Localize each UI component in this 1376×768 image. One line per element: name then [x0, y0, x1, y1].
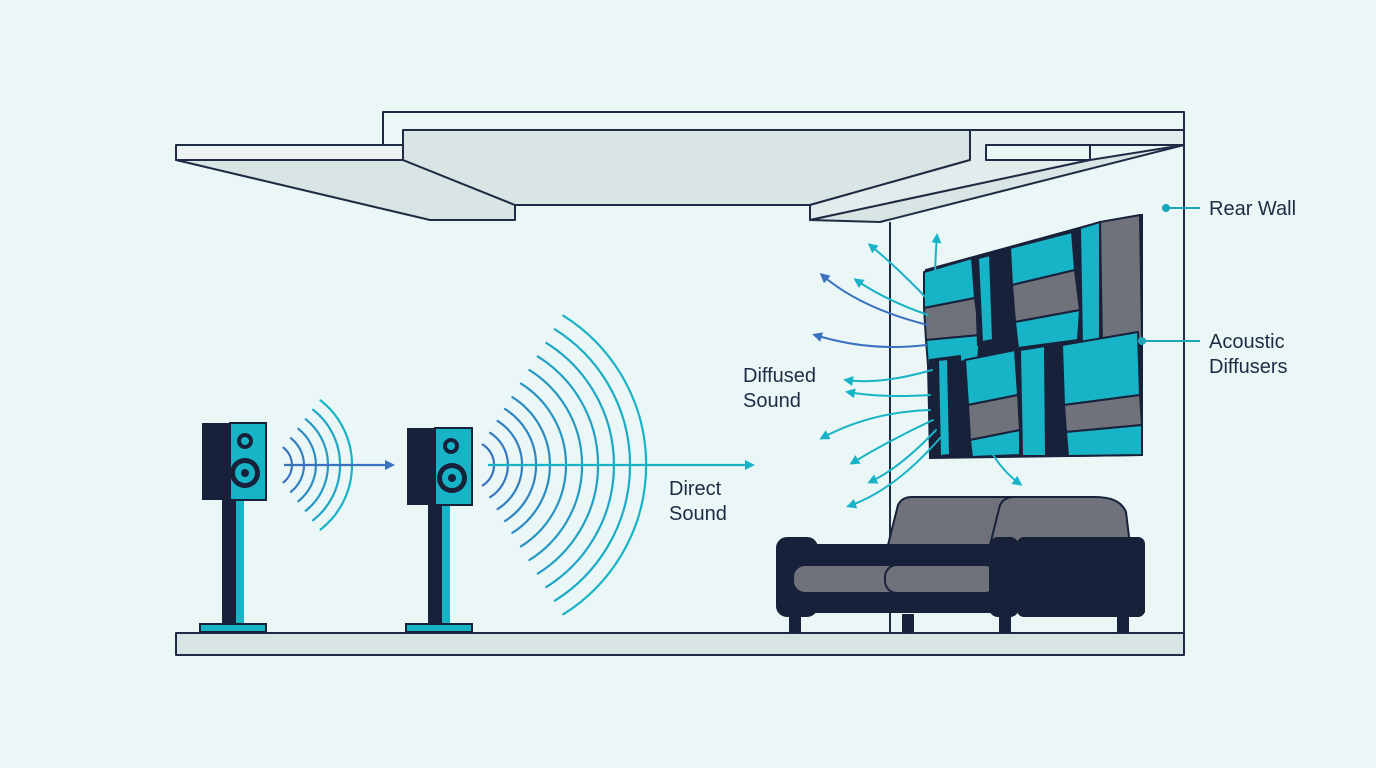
ceiling-cloud-right-lower [809, 144, 1185, 223]
acoustic-diffusers-label-line1: Acoustic [1209, 331, 1285, 353]
diffused-sound-label-line2: Sound [743, 390, 801, 412]
diffused-sound-arrow [931, 233, 942, 283]
speaker-left [199, 422, 267, 633]
diffused-sound-arrow [812, 332, 927, 349]
diffuser-block [1014, 309, 1081, 349]
room-structure [175, 111, 1185, 656]
speaker-icon [407, 427, 473, 506]
diffuser-block [969, 429, 1021, 458]
acoustic-diffusers-label-line2: Diffusers [1209, 356, 1288, 378]
diffused-sound-arrow [819, 273, 929, 326]
diffuser-block [1079, 221, 1101, 348]
floor-slab [175, 632, 1185, 656]
speaker-right [405, 427, 473, 633]
speaker-icon [202, 422, 267, 501]
diffused-sound-arrow [846, 437, 941, 509]
diffuser-block [1019, 345, 1047, 457]
direct-sound-label-line2: Sound [669, 503, 727, 525]
diffuser-panel-icon [923, 213, 1143, 460]
diffusers-callout-dot [1138, 337, 1146, 345]
diffused-sound-arrow [853, 278, 929, 316]
diffused-sound-arrow [849, 419, 934, 465]
callouts [1138, 204, 1200, 345]
diffused-sound-arrow [843, 369, 933, 386]
diffused-sound-arrow [867, 429, 937, 484]
ceiling-strip [175, 144, 404, 161]
diffused-sound-arrow [845, 388, 931, 399]
speaker-stand-icon [405, 503, 473, 633]
ceiling-cloud-right [809, 129, 1185, 221]
diffuser-block [1061, 331, 1141, 406]
speaker-stand-icon [199, 498, 267, 633]
diffused-sound-label-line1: Diffused [743, 365, 816, 387]
diffused-sound-arrow [819, 409, 931, 440]
sofa-icon [776, 496, 1145, 633]
rear-wall-callout-dot [1162, 204, 1170, 212]
diffuser-block [1065, 424, 1143, 457]
diffused-sound-arrows [812, 233, 1023, 509]
ceiling-cloud-left [175, 159, 516, 221]
diffuser-block [1044, 343, 1062, 457]
diffused-sound-arrow [984, 439, 1023, 486]
diffuser-block [937, 358, 951, 457]
diffused-sound-arrow [867, 243, 931, 303]
direct-sound-label-line1: Direct [669, 478, 722, 500]
rear-wall-label: Rear Wall [1209, 198, 1296, 220]
diffuser-block [977, 254, 994, 343]
diffuser-block [1099, 214, 1143, 346]
